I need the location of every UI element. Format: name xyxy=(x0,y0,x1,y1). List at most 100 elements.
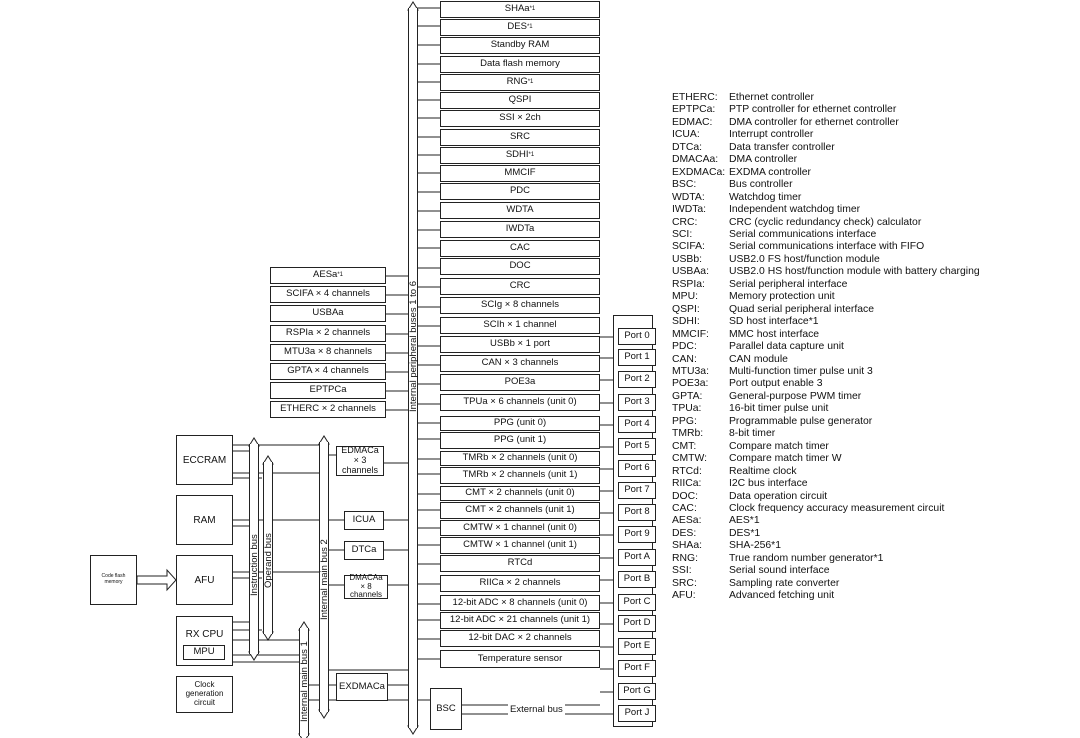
module-poe3a: POE3a xyxy=(440,374,600,391)
module-gpta-4-channels: GPTA × 4 channels xyxy=(270,363,386,380)
module-src: SRC xyxy=(440,129,600,146)
legend-description: DMA controller for ethernet controller xyxy=(729,116,899,128)
legend-description: Clock frequency accuracy measurement cir… xyxy=(729,502,945,514)
legend-row: BSC:Bus controller xyxy=(672,179,980,191)
module-rng-label: RNG xyxy=(506,76,528,88)
operand-bus xyxy=(263,462,273,634)
legend-row: ETHERC:Ethernet controller xyxy=(672,92,980,104)
legend-key: QSPI: xyxy=(672,303,700,315)
legend-row: CMTW:Compare match timer W xyxy=(672,453,980,465)
legend-description: Serial sound interface xyxy=(729,565,830,577)
dtca-block: DTCa xyxy=(344,541,384,560)
legend-key: CAC: xyxy=(672,502,697,514)
module-cmt-2-channels-unit-1: CMT × 2 channels (unit 1) xyxy=(440,502,600,519)
legend-row: SHAa:SHA-256*1 xyxy=(672,540,980,552)
module-crc: CRC xyxy=(440,278,600,295)
legend-key: BSC: xyxy=(672,179,697,191)
legend-description: Realtime clock xyxy=(729,465,797,477)
module-ssi-2ch: SSI × 2ch xyxy=(440,110,600,127)
instruction-bus xyxy=(249,444,259,654)
legend-key: DOC: xyxy=(672,490,698,502)
module-tmrb-2-channels-unit-0-label: TMRb × 2 channels (unit 0) xyxy=(462,452,578,464)
legend-row: QSPI:Quad serial peripheral interface xyxy=(672,304,980,316)
internal-peripheral-bus xyxy=(408,8,418,728)
module-aesa-note: *1 xyxy=(337,272,343,279)
legend-description: Serial peripheral interface xyxy=(729,278,848,290)
module-12-bit-adc-21-channels-unit-1: 12-bit ADC × 21 channels (unit 1) xyxy=(440,612,600,629)
legend-key: SSI: xyxy=(672,565,692,577)
module-gpta-4-channels-label: GPTA × 4 channels xyxy=(287,365,369,377)
legend-key: MTU3a: xyxy=(672,365,709,377)
clock-generation-block: Clock generation circuit xyxy=(176,676,233,713)
legend-row: DTCa: Data transfer controller xyxy=(672,142,980,154)
legend-description: CAN module xyxy=(729,353,788,365)
port-5: Port 5 xyxy=(618,438,656,455)
legend-row: RTCd:Realtime clock xyxy=(672,466,980,478)
port-3: Port 3 xyxy=(618,394,656,411)
legend-key: SDHI: xyxy=(672,316,700,328)
legend-description: Data transfer controller xyxy=(729,141,835,153)
legend-description: Port output enable 3 xyxy=(729,378,823,390)
legend-key: TPUa: xyxy=(672,403,702,415)
legend-row: AFU:Advanced fetching unit xyxy=(672,590,980,602)
legend-row: TPUa:16-bit timer pulse unit xyxy=(672,403,980,415)
module-wdta: WDTA xyxy=(440,202,600,219)
legend-row: IWDTa:Independent watchdog timer xyxy=(672,204,980,216)
legend-row: RNG:True random number generator*1 xyxy=(672,553,980,565)
legend-key: EDMAC: xyxy=(672,116,713,128)
port-4: Port 4 xyxy=(618,416,656,433)
module-12-bit-adc-8-channels-unit-0-label: 12-bit ADC × 8 channels (unit 0) xyxy=(452,596,588,608)
legend-key: CAN: xyxy=(672,353,697,365)
legend-row: TMRb:8-bit timer xyxy=(672,428,980,440)
legend-key: DMACAa: xyxy=(672,154,719,166)
module-crc-label: CRC xyxy=(509,280,531,292)
module-qspi-label: QSPI xyxy=(508,94,532,106)
module-tmrb-2-channels-unit-1-label: TMRb × 2 channels (unit 1) xyxy=(462,469,578,481)
legend-row: USBAa:USB2.0 HS host/function module wit… xyxy=(672,266,980,278)
module-can-3-channels: CAN × 3 channels xyxy=(440,355,600,372)
legend-key: WDTA: xyxy=(672,191,705,203)
module-shaa: SHAa*1 xyxy=(440,1,600,18)
legend-description: Sampling rate converter xyxy=(729,577,840,589)
internal-main-bus-1 xyxy=(299,628,309,736)
legend-description: DMA controller xyxy=(729,154,798,166)
legend-description: DES*1 xyxy=(729,527,761,539)
module-scih-1-channel: SCIh × 1 channel xyxy=(440,317,600,334)
module-usbaa-label: USBAa xyxy=(312,307,344,319)
legend-description: SD host interface*1 xyxy=(729,316,819,328)
legend-description: Watchdog timer xyxy=(729,191,802,203)
legend-key: PPG: xyxy=(672,415,697,427)
legend-key: SHAa: xyxy=(672,540,703,552)
legend-row: POE3a:Port output enable 3 xyxy=(672,378,980,390)
legend-row: RSPIa:Serial peripheral interface xyxy=(672,279,980,291)
port-7: Port 7 xyxy=(618,482,656,499)
module-tpua-6-channels-unit-0-label: TPUa × 6 channels (unit 0) xyxy=(463,396,577,408)
legend-description: Compare match timer xyxy=(729,440,829,452)
port-b: Port B xyxy=(618,571,656,588)
legend-key: ICUA: xyxy=(672,129,700,141)
legend-row: DES:DES*1 xyxy=(672,528,980,540)
legend-row: EXDMACa:EXDMA controller xyxy=(672,167,980,179)
legend-key: RIICa: xyxy=(672,478,702,490)
module-sdhi-note: *1 xyxy=(528,152,535,159)
legend-description: AES*1 xyxy=(729,515,760,527)
operand-bus-label: Operand bus xyxy=(263,533,274,588)
legend-key: DTCa: xyxy=(672,141,703,153)
module-rng-note: *1 xyxy=(527,79,534,86)
main-bus-1-label: Internal main bus 1 xyxy=(299,641,310,722)
module-12-bit-dac-2-channels: 12-bit DAC × 2 channels xyxy=(440,630,600,647)
legend-description: USB2.0 FS host/function module xyxy=(729,253,880,265)
legend-key: USBb: xyxy=(672,253,703,265)
code-flash-block: Code flash memory xyxy=(90,555,137,605)
legend-description: PTP controller for ethernet controller xyxy=(729,104,897,116)
legend-key: EXDMACa: xyxy=(672,166,726,178)
module-scig-8-channels-label: SCIg × 8 channels xyxy=(481,299,559,311)
legend-key: AESa: xyxy=(672,515,702,527)
legend-row: WDTA: Watchdog timer xyxy=(672,192,980,204)
module-wdta-label: WDTA xyxy=(506,204,534,216)
legend-description: Serial communications interface with FIF… xyxy=(729,241,925,253)
module-sdhi-label: SDHI xyxy=(505,149,529,161)
legend-row: MMCIF:MMC host interface xyxy=(672,329,980,341)
module-rng: RNG*1 xyxy=(440,74,600,91)
